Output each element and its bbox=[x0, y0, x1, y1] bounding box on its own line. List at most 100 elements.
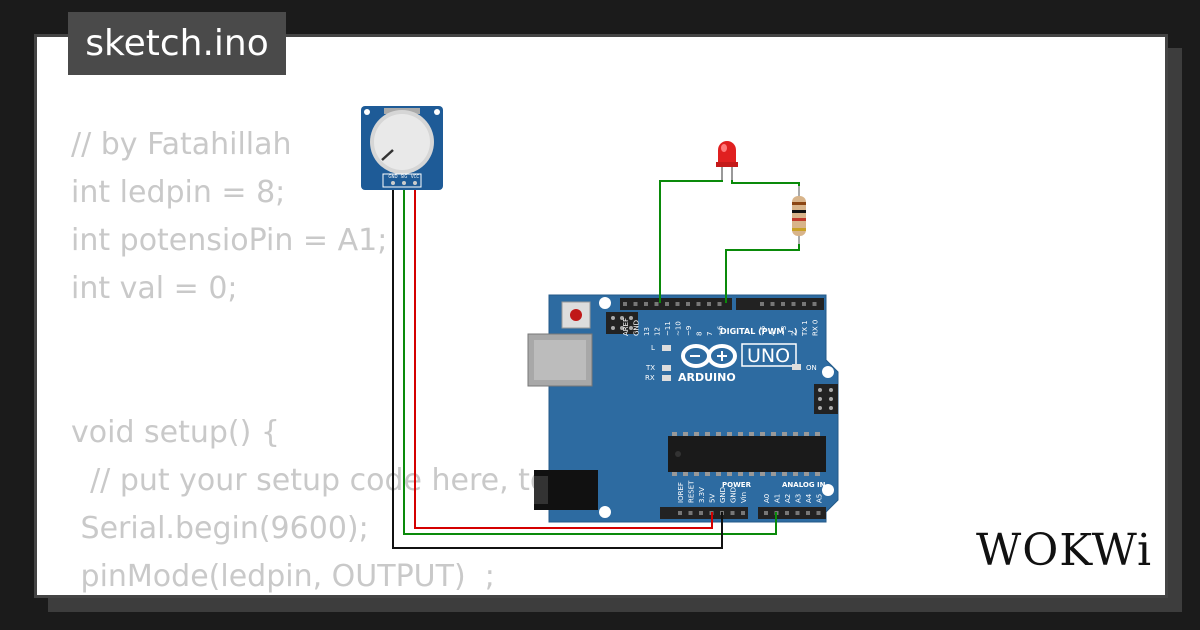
code-line: pinMode(ledpin, OUTPUT) ; bbox=[71, 559, 495, 594]
wire-led-cathode[interactable] bbox=[659, 178, 723, 303]
power-pin-hole[interactable] bbox=[678, 511, 682, 515]
digital-pin-hole[interactable] bbox=[707, 302, 711, 306]
digital-pin-label: AREF bbox=[622, 318, 630, 336]
mount-hole bbox=[599, 297, 611, 309]
digital-pin-hole[interactable] bbox=[717, 302, 722, 306]
digital-pin-label: ~9 bbox=[685, 326, 693, 336]
power-pin-label: Vin bbox=[740, 492, 748, 503]
digital-pin-hole[interactable] bbox=[760, 302, 764, 306]
digital-pin-label: 4 bbox=[770, 331, 778, 336]
potentiometer-pin[interactable] bbox=[402, 181, 406, 185]
code-line: void setup() { bbox=[71, 415, 280, 450]
potentiometer-pin[interactable] bbox=[413, 181, 417, 185]
power-pin-label: 5V bbox=[709, 494, 717, 503]
board-model: UNO bbox=[747, 345, 790, 367]
knob-indicator bbox=[381, 149, 394, 161]
code-line: int val = 0; bbox=[71, 271, 238, 306]
code-preview: // by Fatahillah int ledpin = 8; int pot… bbox=[71, 121, 549, 595]
digital-pin-label: ~6 bbox=[717, 325, 725, 336]
digital-pin-label: 8 bbox=[696, 332, 704, 336]
reset-button-cap[interactable] bbox=[570, 309, 582, 321]
icsp-header bbox=[606, 312, 638, 334]
digital-pin-hole[interactable] bbox=[812, 302, 817, 306]
tx-label: TX bbox=[645, 364, 655, 372]
wire-black-ground[interactable] bbox=[392, 182, 723, 549]
analog-pin-hole[interactable] bbox=[816, 511, 821, 515]
icsp-header-right bbox=[814, 384, 838, 414]
digital-pin-label: 12 bbox=[654, 327, 662, 336]
mount-hole bbox=[822, 484, 834, 496]
board-brand: ARDUINO bbox=[678, 371, 736, 384]
digital-pin-label: 7 bbox=[706, 332, 714, 336]
digital-pin-hole[interactable] bbox=[802, 302, 806, 306]
potentiometer-knob[interactable] bbox=[374, 114, 430, 170]
resistor[interactable] bbox=[792, 186, 806, 244]
power-label: POWER bbox=[722, 481, 752, 489]
power-pin-hole[interactable] bbox=[741, 511, 745, 515]
power-pin-label: 3.3V bbox=[698, 487, 706, 503]
digital-pin-hole[interactable] bbox=[781, 302, 785, 306]
potentiometer-pin[interactable] bbox=[391, 181, 395, 185]
mount-hole bbox=[822, 366, 834, 378]
analog-pin-label: A4 bbox=[805, 493, 813, 503]
analog-pin-hole[interactable] bbox=[785, 511, 789, 515]
digital-pin-hole[interactable] bbox=[644, 302, 648, 306]
l-label: L bbox=[651, 344, 655, 352]
code-line: // by Fatahillah bbox=[71, 127, 292, 162]
digital-pin-hole[interactable] bbox=[675, 302, 680, 306]
digital-pin-hole[interactable] bbox=[665, 302, 669, 306]
digital-pin-hole[interactable] bbox=[791, 302, 796, 306]
digital-label: DIGITAL (PWM ~) bbox=[720, 327, 798, 336]
power-pin-label: GND bbox=[719, 487, 727, 503]
wire-led-anode[interactable] bbox=[731, 178, 800, 196]
atmega-chip bbox=[668, 432, 826, 476]
power-pin-label: RESET bbox=[688, 480, 696, 503]
on-label: ON bbox=[806, 364, 817, 372]
digital-pin-hole[interactable] bbox=[696, 302, 701, 306]
digital-pin-hole[interactable] bbox=[654, 302, 659, 306]
digital-header-right bbox=[736, 298, 824, 310]
digital-pin-label: 2 bbox=[791, 332, 799, 336]
digital-pin-hole[interactable] bbox=[623, 302, 627, 306]
red-led[interactable] bbox=[716, 141, 738, 180]
digital-pin-label: RX 0 bbox=[812, 320, 820, 336]
wire-green-signal[interactable] bbox=[403, 182, 777, 535]
digital-pin-label: ~11 bbox=[664, 321, 672, 336]
power-pin-hole[interactable] bbox=[688, 511, 693, 515]
power-header bbox=[660, 507, 748, 519]
analog-pin-label: A1 bbox=[774, 494, 782, 503]
analog-pin-label: A5 bbox=[816, 494, 824, 503]
analog-pin-hole[interactable] bbox=[795, 511, 800, 515]
digital-pin-hole[interactable] bbox=[686, 302, 690, 306]
code-line: int potensioPin = A1; bbox=[71, 223, 388, 258]
digital-pin-label: GND bbox=[633, 320, 641, 336]
analog-pin-hole[interactable] bbox=[806, 511, 810, 515]
mount-hole bbox=[599, 506, 611, 518]
analog-pin-label: A2 bbox=[784, 494, 792, 503]
digital-pin-hole[interactable] bbox=[770, 302, 775, 306]
power-pin-label: GND bbox=[730, 487, 738, 503]
wokwi-logo: WOKWi bbox=[976, 525, 1153, 576]
code-line: Serial.begin(9600); bbox=[71, 511, 369, 546]
power-pin-hole[interactable] bbox=[730, 511, 735, 515]
power-pin-label: IOREF bbox=[677, 482, 685, 503]
analog-pin-hole[interactable] bbox=[764, 511, 768, 515]
wire-resistor-pin8[interactable] bbox=[725, 240, 800, 303]
wire-red[interactable] bbox=[414, 182, 713, 529]
analog-pin-label: A0 bbox=[763, 494, 771, 503]
potentiometer-pin-label: GND bbox=[388, 174, 397, 179]
digital-pin-label: 13 bbox=[643, 327, 651, 336]
arduino-logo-icon bbox=[681, 344, 737, 368]
on-led bbox=[792, 364, 801, 370]
tx-led bbox=[662, 365, 671, 371]
power-pin-hole[interactable] bbox=[699, 511, 703, 515]
file-tab[interactable]: sketch.ino bbox=[68, 12, 286, 75]
digital-pin-hole[interactable] bbox=[633, 302, 638, 306]
code-line: int ledpin = 8; bbox=[71, 175, 286, 210]
code-line: // put your setup code here, to bbox=[71, 463, 549, 498]
